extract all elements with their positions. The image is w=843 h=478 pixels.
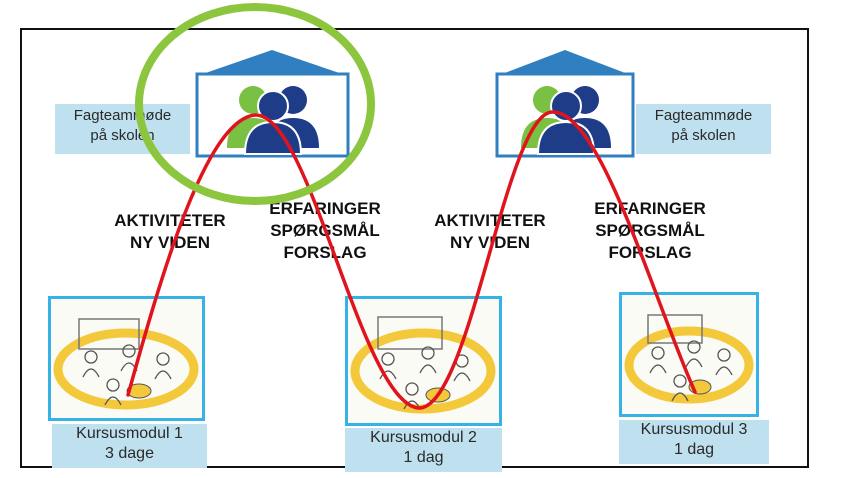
phase-caption-line: SPØRGSMÅL <box>270 221 380 240</box>
module-name: Kursusmodul 1 <box>76 425 183 442</box>
meeting-label-line: på skolen <box>90 127 155 144</box>
module-name: Kursusmodul 3 <box>640 421 748 438</box>
module-label-1: Kursusmodul 1 3 dage <box>52 424 207 468</box>
meeting-label-2: Fagteammøde på skolen <box>636 104 771 154</box>
phase-caption-line: ERFARINGER <box>594 199 706 218</box>
phase-caption-line: NY VIDEN <box>130 233 210 252</box>
module-label-3: Kursusmodul 3 1 dag <box>619 420 769 464</box>
meeting-house-icon <box>195 50 350 158</box>
module-duration: 1 dag <box>673 441 715 458</box>
classroom-icon <box>53 318 199 410</box>
phase-caption-line: ERFARINGER <box>269 199 381 218</box>
phase-caption-1: AKTIVITETER NY VIDEN <box>100 210 240 254</box>
phase-caption-line: FORSLAG <box>608 243 692 262</box>
course-module-image-1 <box>48 296 205 421</box>
meeting-label-1: Fagteammøde på skolen <box>55 104 190 154</box>
module-label-2: Kursusmodul 2 1 dag <box>345 428 502 472</box>
phase-caption-4: ERFARINGER SPØRGSMÅL FORSLAG <box>580 198 720 264</box>
meeting-house-icon <box>495 50 635 158</box>
phase-caption-line: AKTIVITETER <box>434 211 546 230</box>
phase-caption-line: NY VIDEN <box>450 233 530 252</box>
classroom-icon <box>350 316 496 414</box>
phase-caption-line: SPØRGSMÅL <box>595 221 705 240</box>
phase-caption-line: FORSLAG <box>283 243 367 262</box>
meeting-label-line: på skolen <box>671 127 736 144</box>
classroom-icon <box>624 314 754 404</box>
meeting-label-line: Fagteammøde <box>654 107 753 124</box>
course-module-image-2 <box>345 296 502 426</box>
phase-caption-3: AKTIVITETER NY VIDEN <box>420 210 560 254</box>
module-name: Kursusmodul 2 <box>370 429 477 446</box>
phase-caption-line: AKTIVITETER <box>114 211 226 230</box>
module-duration: 3 dage <box>105 445 154 462</box>
module-duration: 1 dag <box>403 449 444 466</box>
meeting-label-line: Fagteammøde <box>73 107 172 124</box>
phase-caption-2: ERFARINGER SPØRGSMÅL FORSLAG <box>255 198 395 264</box>
course-module-image-3 <box>619 292 759 417</box>
